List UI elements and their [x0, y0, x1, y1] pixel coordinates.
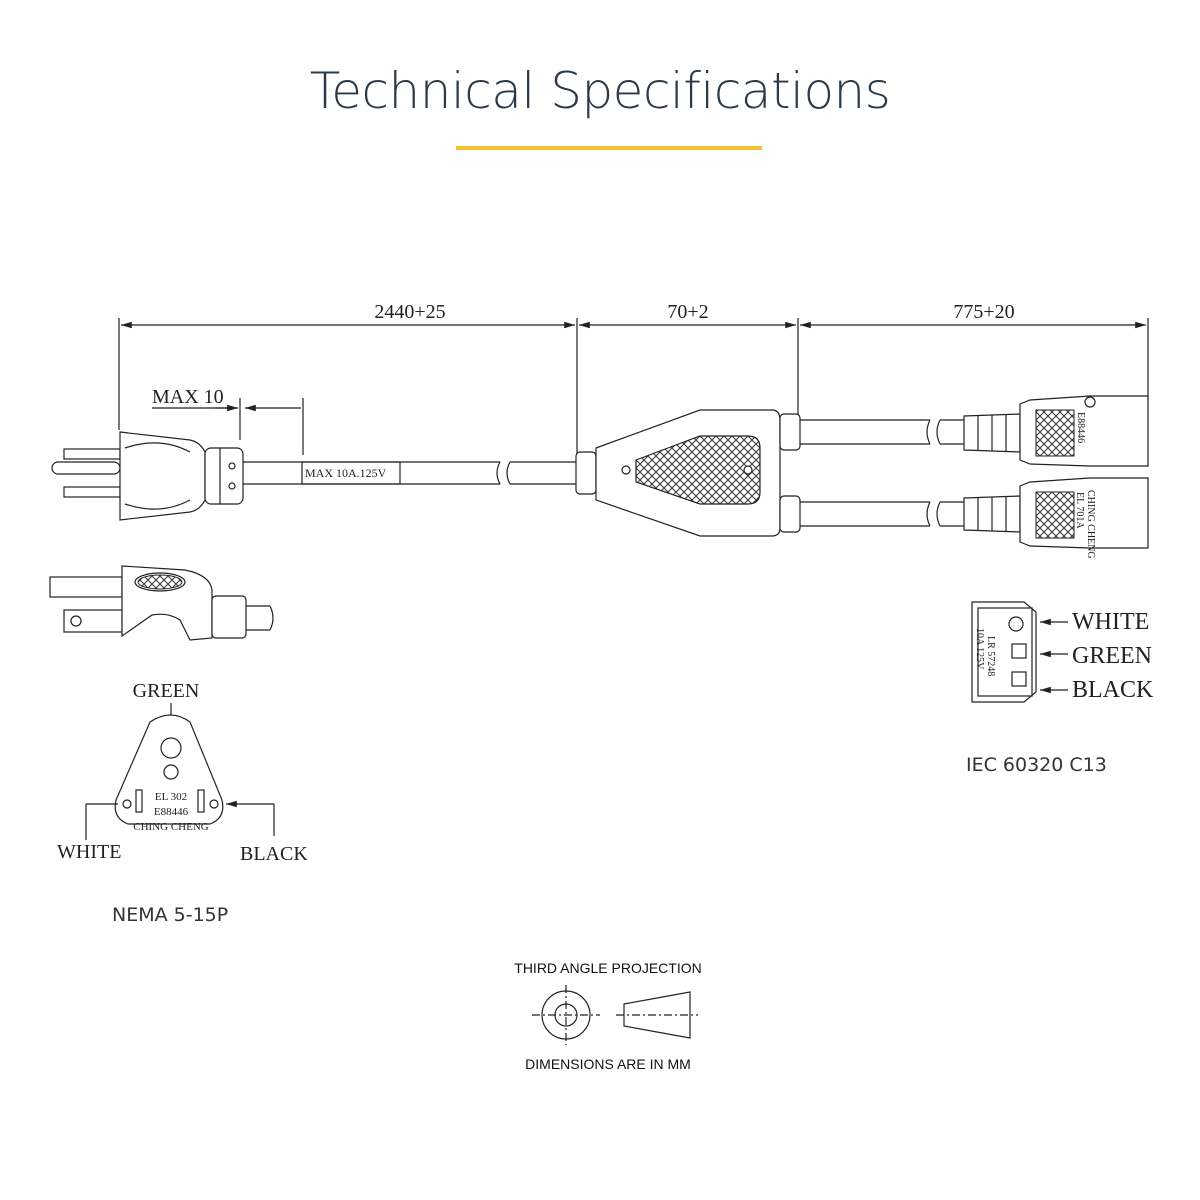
c13-connector-bottom — [963, 477, 1149, 549]
cord-marking: MAX 10A.125V — [305, 466, 387, 480]
splitter-body — [575, 409, 801, 537]
nema-plug-face — [85, 703, 275, 840]
branch-cords — [800, 419, 964, 527]
iec-c13-face — [971, 601, 1068, 703]
nema-face-marking-ching-cheng: CHING CHENG — [133, 821, 209, 833]
max-strip-dimension: MAX 10 — [152, 386, 224, 408]
iec-black-label: BLACK — [1072, 677, 1154, 703]
third-angle-projection-symbol — [532, 985, 698, 1045]
iec-face-marking-lr: LR 57248 — [985, 636, 996, 676]
page-title: Technical Specifications — [309, 62, 891, 120]
nema-face-marking-el302: EL 302 — [155, 791, 187, 803]
splitter-length-dimension: 70+2 — [667, 301, 708, 323]
iec-white-label: WHITE — [1072, 609, 1149, 635]
c13-body-marking-ching-cheng: CHING CHENG — [1085, 490, 1096, 559]
nema-white-label: WHITE — [57, 841, 121, 863]
dimension-lines — [118, 318, 1149, 460]
nema-green-label: GREEN — [133, 680, 200, 702]
nema-plug-top-view — [51, 431, 244, 521]
title-underline — [456, 146, 762, 150]
nema-face-marking-e88446: E88446 — [154, 806, 189, 818]
c13-connector-top — [963, 395, 1149, 467]
c13-body-marking-e88446: E88446 — [1075, 412, 1086, 443]
iec-face-marking-rating: 10A 125V — [974, 628, 985, 670]
nema-caption: NEMA 5-15P — [112, 904, 228, 926]
main-cord — [243, 461, 578, 485]
nema-black-label: BLACK — [240, 843, 308, 865]
c13-body-marking-el701a: EL 701A — [1074, 492, 1085, 529]
iec-caption: IEC 60320 C13 — [966, 754, 1107, 776]
branch-length-dimension: 775+20 — [953, 301, 1014, 323]
dimensions-note: DIMENSIONS ARE IN MM — [525, 1056, 691, 1072]
nema-plug-side-view — [49, 565, 274, 641]
cord-length-dimension: 2440+25 — [374, 301, 445, 323]
projection-title: THIRD ANGLE PROJECTION — [514, 960, 701, 976]
iec-green-label: GREEN — [1072, 643, 1152, 669]
